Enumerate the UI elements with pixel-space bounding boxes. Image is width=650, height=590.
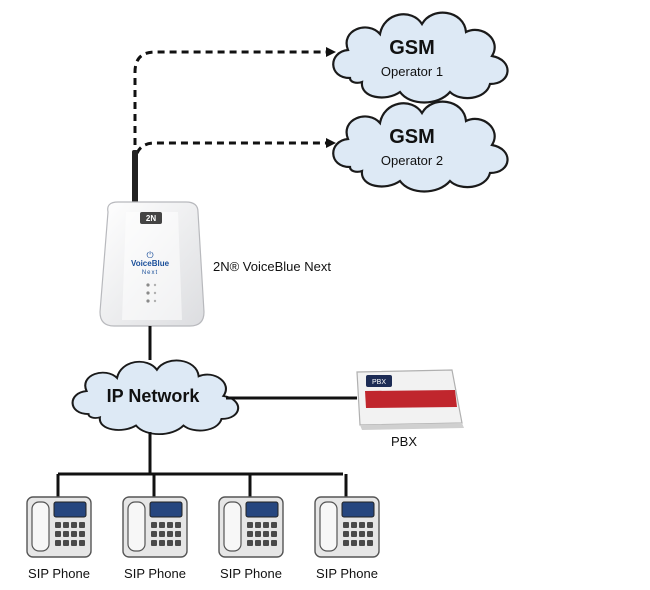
- pbx-badge: PBX: [372, 379, 386, 386]
- keypad-key: [167, 540, 173, 546]
- led-icon: [153, 299, 157, 303]
- keypad-key: [175, 540, 181, 546]
- keypad-key: [71, 522, 77, 528]
- keypad-key: [63, 531, 69, 537]
- keypad-key: [151, 531, 157, 537]
- gsm-cloud-1-subtitle: Operator 1: [381, 64, 443, 79]
- phone-screen: [53, 501, 87, 518]
- keypad-key: [271, 531, 277, 537]
- antenna: [132, 150, 138, 210]
- keypad-key: [63, 522, 69, 528]
- keypad-key: [367, 522, 373, 528]
- keypad-key: [343, 522, 349, 528]
- handset-icon: [127, 501, 146, 552]
- power-icon: ⏻: [146, 250, 153, 260]
- keypad-key: [159, 531, 165, 537]
- led-icon: [146, 283, 150, 287]
- keypad-key: [55, 522, 61, 528]
- keypad-key: [55, 540, 61, 546]
- keypad-key: [71, 531, 77, 537]
- keypad-key: [351, 540, 357, 546]
- led-icon: [153, 283, 157, 287]
- keypad-key: [263, 531, 269, 537]
- keypad-key: [79, 522, 85, 528]
- keypad-key: [167, 531, 173, 537]
- keypad-key: [343, 531, 349, 537]
- keypad-key: [151, 540, 157, 546]
- voiceblue-gateway: 2N ⏻ VoiceBlue Next: [99, 201, 205, 327]
- handset-icon: [223, 501, 242, 552]
- keypad-key: [247, 540, 253, 546]
- ip-network-label: IP Network: [107, 386, 201, 406]
- keypad-key: [159, 540, 165, 546]
- sip-phone-label: SIP Phone: [220, 566, 282, 581]
- pbx-device: PBX: [356, 369, 464, 430]
- keypad-key: [247, 531, 253, 537]
- gsm1-link: [133, 47, 336, 205]
- keypad-key: [79, 540, 85, 546]
- keypad-key: [247, 522, 253, 528]
- sip-phone: [26, 496, 92, 558]
- handset-icon: [31, 501, 50, 552]
- gsm-cloud-1: GSM Operator 1: [332, 11, 509, 104]
- keypad-key: [271, 522, 277, 528]
- keypad-key: [151, 522, 157, 528]
- gsm2-link: [133, 138, 336, 166]
- pbx-label: PBX: [391, 434, 417, 449]
- phone-screen: [149, 501, 183, 518]
- gsm-cloud-2-subtitle: Operator 2: [381, 153, 443, 168]
- sip-phone-label: SIP Phone: [28, 566, 90, 581]
- sip-phone-label: SIP Phone: [124, 566, 186, 581]
- keypad-key: [263, 540, 269, 546]
- keypad-key: [359, 522, 365, 528]
- keypad-key: [351, 522, 357, 528]
- keypad-key: [359, 531, 365, 537]
- gsm-cloud-2-title: GSM: [389, 126, 435, 148]
- keypad-key: [167, 522, 173, 528]
- keypad-key: [55, 531, 61, 537]
- handset-icon: [319, 501, 338, 552]
- gateway-badge: 2N: [146, 214, 156, 223]
- sip-phone: [218, 496, 284, 558]
- sip-phone: [122, 496, 188, 558]
- phone-screen: [245, 501, 279, 518]
- phone-screen: [341, 501, 375, 518]
- gsm-cloud-1-title: GSM: [389, 37, 435, 59]
- keypad-key: [367, 531, 373, 537]
- keypad-key: [79, 531, 85, 537]
- keypad-key: [359, 540, 365, 546]
- led-icon: [153, 291, 157, 295]
- keypad-key: [175, 522, 181, 528]
- gateway-brand-line1: VoiceBlue: [131, 259, 170, 268]
- sip-phone: [314, 496, 380, 558]
- led-icon: [146, 299, 150, 303]
- keypad-key: [71, 540, 77, 546]
- led-icon: [146, 291, 150, 295]
- keypad-key: [367, 540, 373, 546]
- gsm-cloud-2: GSM Operator 2: [332, 100, 509, 193]
- keypad-key: [351, 531, 357, 537]
- keypad-key: [255, 522, 261, 528]
- keypad-key: [255, 531, 261, 537]
- keypad-key: [271, 540, 277, 546]
- keypad-key: [263, 522, 269, 528]
- keypad-key: [63, 540, 69, 546]
- keypad-key: [159, 522, 165, 528]
- keypad-key: [343, 540, 349, 546]
- sip-phone-label: SIP Phone: [316, 566, 378, 581]
- gateway-brand-line2: Next: [142, 270, 158, 276]
- keypad-key: [255, 540, 261, 546]
- gateway-label: 2N® VoiceBlue Next: [213, 259, 331, 274]
- keypad-key: [175, 531, 181, 537]
